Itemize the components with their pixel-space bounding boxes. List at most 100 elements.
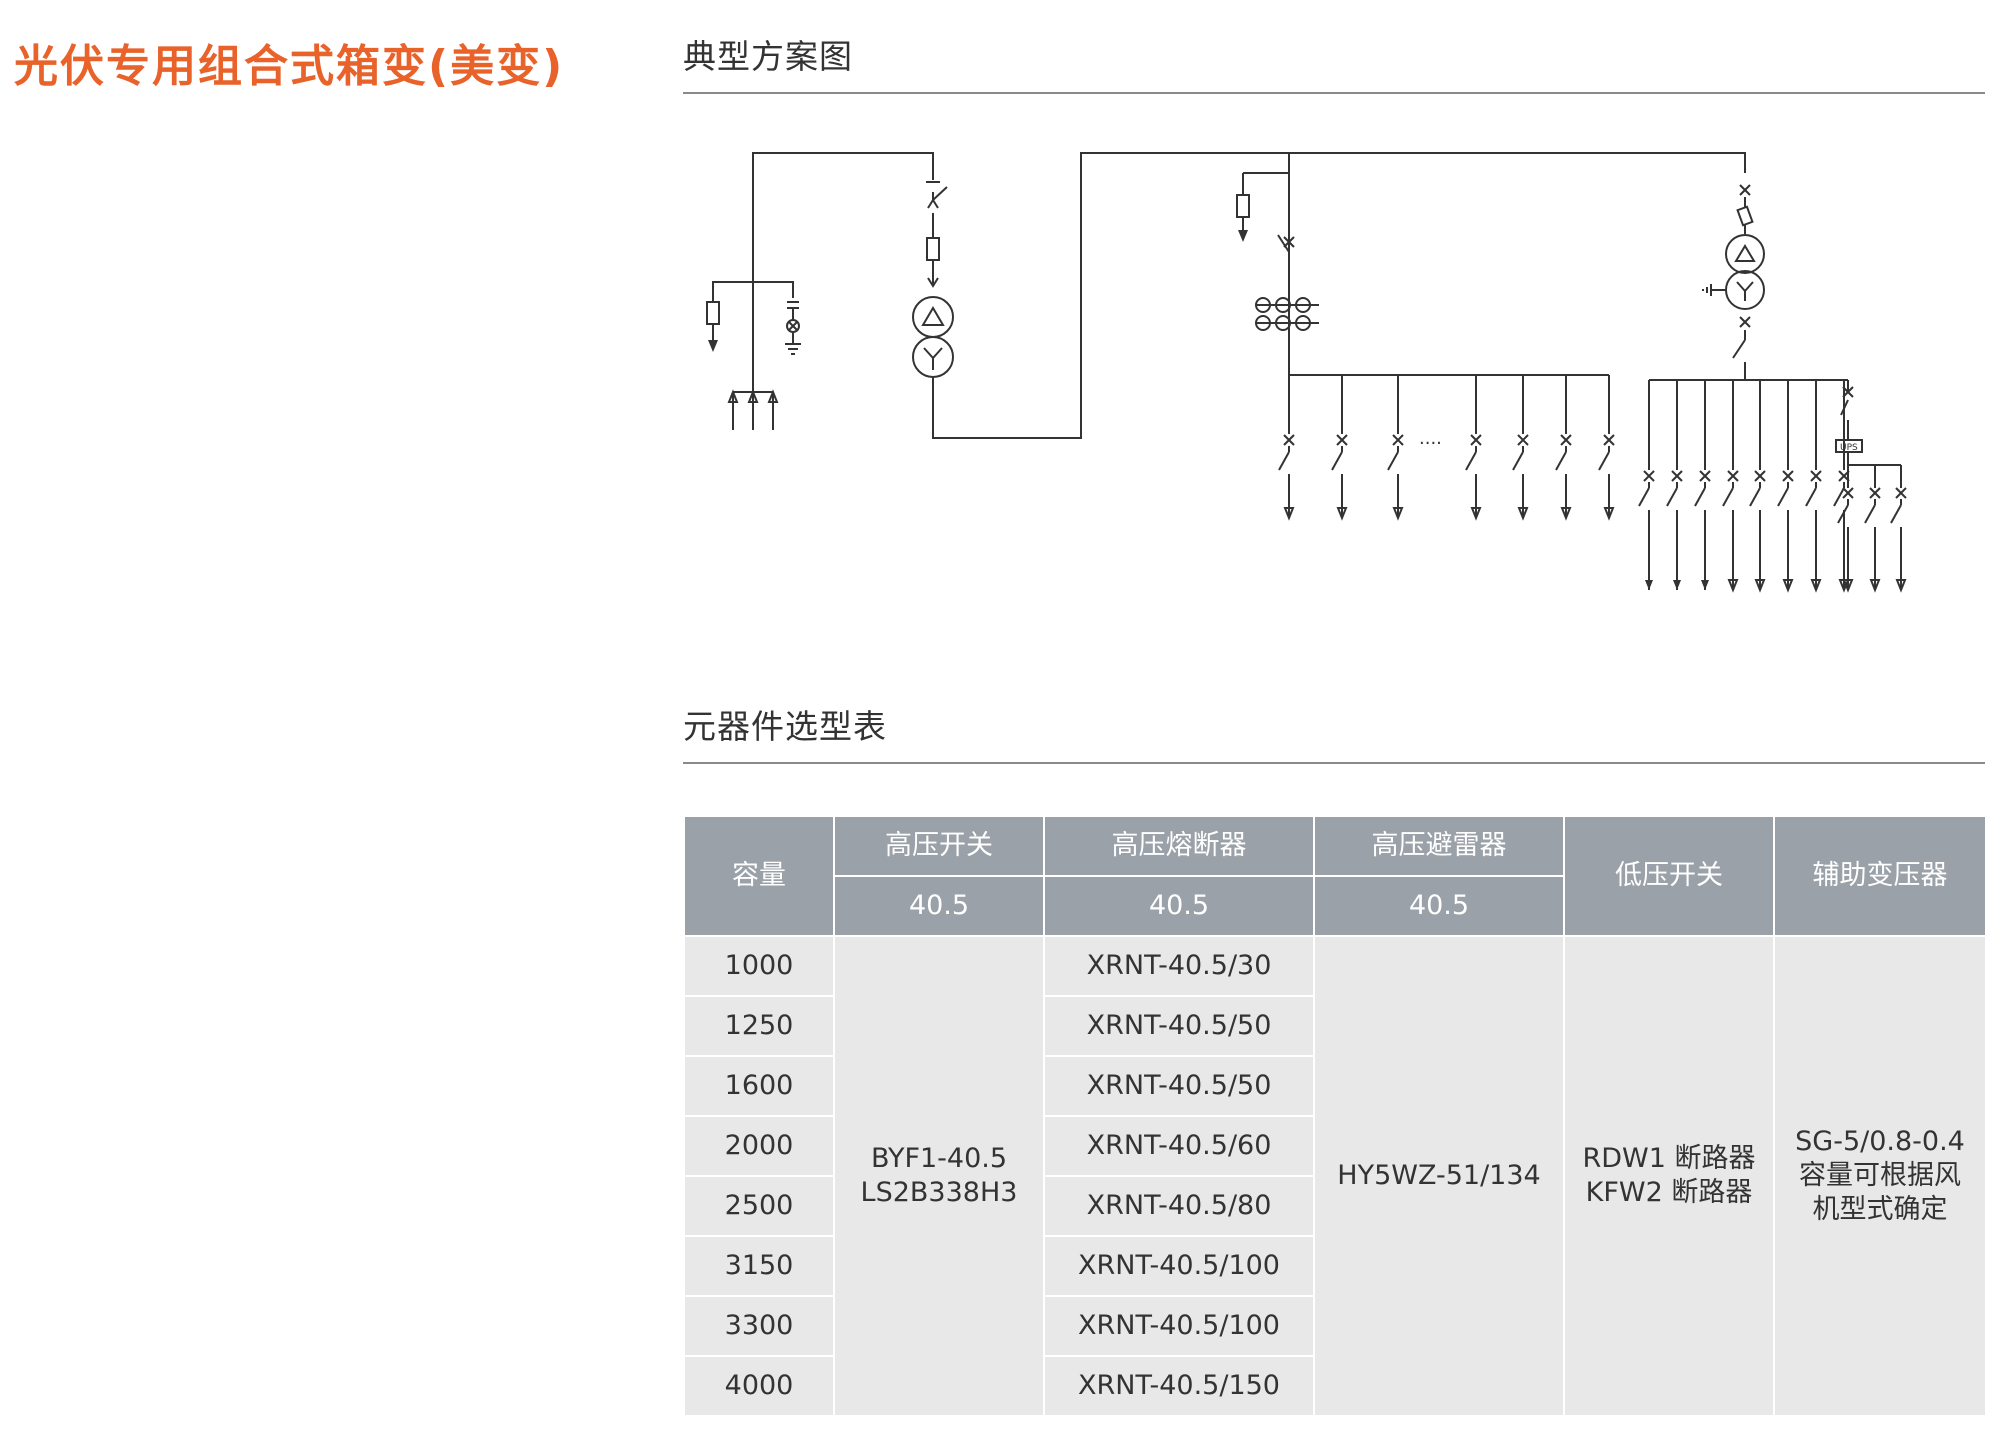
arrow-down-icon xyxy=(1810,579,1822,593)
breaker-icon xyxy=(1782,470,1794,482)
single-line-diagram: .... UPS xyxy=(706,152,1907,593)
arrow-down-icon xyxy=(1895,579,1907,593)
aux-transformer-model-cell: SG-5/0.8-0.4 容量可根据风 机型式确定 xyxy=(1773,935,1987,1417)
arrow-down-icon xyxy=(1701,580,1709,590)
table-row: 1600 XRNT-40.5/50 xyxy=(683,1055,1986,1117)
capacity-cell: 2500 xyxy=(683,1175,835,1237)
capacity-cell: 1600 xyxy=(683,1055,835,1117)
feeder-branch xyxy=(1331,398,1348,521)
breaker-icon xyxy=(1727,470,1739,482)
capacity-cell: 2000 xyxy=(683,1115,835,1177)
ups-label: UPS xyxy=(1840,443,1858,453)
header-capacity: 容量 xyxy=(683,815,835,937)
load-switch-icon xyxy=(932,186,948,201)
breaker-icon xyxy=(1869,487,1881,499)
capacity-cell: 1250 xyxy=(683,995,835,1057)
breaker-icon xyxy=(1810,470,1822,482)
fuse-icon xyxy=(926,237,940,261)
arrow-down-icon xyxy=(1560,507,1572,521)
header-aux-transformer: 辅助变压器 xyxy=(1773,815,1987,937)
arrow-down-icon xyxy=(1782,579,1794,593)
arrow-down-icon xyxy=(1603,507,1615,521)
feeder-branch xyxy=(1598,398,1615,521)
feeder-branch xyxy=(1694,460,1711,590)
breaker-icon xyxy=(1699,470,1711,482)
arrow-down-icon xyxy=(1645,580,1653,590)
capacity-cell: 1000 xyxy=(683,935,835,997)
switch-icon xyxy=(1465,451,1477,471)
aux-transformer-model-line1: SG-5/0.8-0.4 xyxy=(1795,1126,1965,1157)
hv-switch-model-cell: BYF1-40.5 LS2B338H3 xyxy=(833,935,1045,1417)
switch-icon xyxy=(1555,451,1567,471)
section-title-diagram: 典型方案图 xyxy=(683,37,853,76)
voltage-hv-switch: 40.5 xyxy=(833,875,1045,937)
switch-icon xyxy=(1864,504,1876,524)
fuse-cell: XRNT-40.5/100 xyxy=(1043,1295,1315,1357)
table-row: 1250 XRNT-40.5/50 xyxy=(683,995,1986,1057)
switch-icon xyxy=(1666,487,1678,507)
breaker-icon xyxy=(1603,434,1615,446)
feeder-branch xyxy=(1722,460,1739,593)
page-title: 光伏专用组合式箱变(美变) xyxy=(14,41,565,92)
hv-feeders xyxy=(1278,375,1615,521)
arrow-down-icon xyxy=(708,340,718,352)
fuse-icon xyxy=(1736,205,1754,227)
feeder-branch xyxy=(1777,460,1794,593)
feeder-branch xyxy=(1512,398,1529,521)
arrester-model-cell: HY5WZ-51/134 xyxy=(1313,935,1565,1417)
breaker-icon xyxy=(1517,434,1529,446)
switch-icon xyxy=(1777,487,1789,507)
breaker-icon xyxy=(1671,470,1683,482)
feeder-branch xyxy=(1833,460,1850,593)
arrow-down-icon xyxy=(1392,507,1404,521)
breaker-icon xyxy=(1895,487,1907,499)
component-selection-table: 容量 高压开关 高压熔断器 高压避雷器 低压开关 辅助变压器 40.5 40.5… xyxy=(683,815,1987,1417)
arrow-down-icon xyxy=(1470,507,1482,521)
table-row: 2500 XRNT-40.5/80 xyxy=(683,1175,1986,1237)
switch-icon xyxy=(1749,487,1761,507)
lv-feeders xyxy=(1638,380,1907,593)
table-row: 3300 XRNT-40.5/100 xyxy=(683,1295,1986,1357)
breaker-icon xyxy=(1283,434,1295,446)
incoming-cabinet xyxy=(706,152,1290,439)
header-hv-switch: 高压开关 xyxy=(833,815,1045,877)
switch-icon xyxy=(1805,487,1817,507)
current-transformer-icon xyxy=(1236,194,1250,218)
aux-transformer-model-line3: 机型式确定 xyxy=(1812,1194,1948,1225)
switch-icon xyxy=(1694,487,1706,507)
aux-transformer-primary-icon xyxy=(1725,234,1765,274)
feeder-branch xyxy=(1638,460,1655,590)
switch-icon xyxy=(1387,451,1399,471)
aux-transformer: UPS xyxy=(1289,152,1901,466)
capacity-cell: 4000 xyxy=(683,1355,835,1417)
fuse-cell: XRNT-40.5/80 xyxy=(1043,1175,1315,1237)
arrow-down-icon xyxy=(1673,580,1681,590)
arrow-icon xyxy=(927,198,939,209)
divider xyxy=(683,762,1985,764)
switch-icon xyxy=(1833,487,1845,507)
capacity-cell: 3150 xyxy=(683,1235,835,1297)
table-header-row: 容量 高压开关 高压熔断器 高压避雷器 低压开关 辅助变压器 xyxy=(683,815,1987,937)
fuse-cell: XRNT-40.5/100 xyxy=(1043,1235,1315,1297)
table-header-voltage-row: 40.5 40.5 40.5 xyxy=(684,875,1986,937)
feeder-branch xyxy=(1749,460,1766,593)
feeder-branch xyxy=(1890,487,1907,593)
arrow-down-icon xyxy=(1869,579,1881,593)
lv-switch-model-cell: RDW1 断路器 KFW2 断路器 xyxy=(1563,935,1775,1417)
header-hv-fuse: 高压熔断器 xyxy=(1043,815,1315,877)
switch-icon xyxy=(1331,451,1343,471)
feeder-branch xyxy=(1387,398,1404,521)
breaker-icon xyxy=(1842,487,1854,499)
lv-switch-model-line1: RDW1 断路器 xyxy=(1582,1143,1756,1174)
arrow-down-icon xyxy=(1517,507,1529,521)
switch-icon xyxy=(1638,487,1650,507)
table-row: 2000 XRNT-40.5/60 xyxy=(683,1115,1986,1177)
fuse-cell: XRNT-40.5/50 xyxy=(1043,995,1315,1057)
arrester-icon xyxy=(727,389,739,403)
switch-icon xyxy=(1890,504,1902,524)
fuse-cell: XRNT-40.5/60 xyxy=(1043,1115,1315,1177)
arrow-down-icon xyxy=(1283,507,1295,521)
transformer-primary-icon xyxy=(912,296,954,338)
feeder-branch xyxy=(1555,398,1572,521)
header-lv-switch: 低压开关 xyxy=(1563,815,1775,937)
